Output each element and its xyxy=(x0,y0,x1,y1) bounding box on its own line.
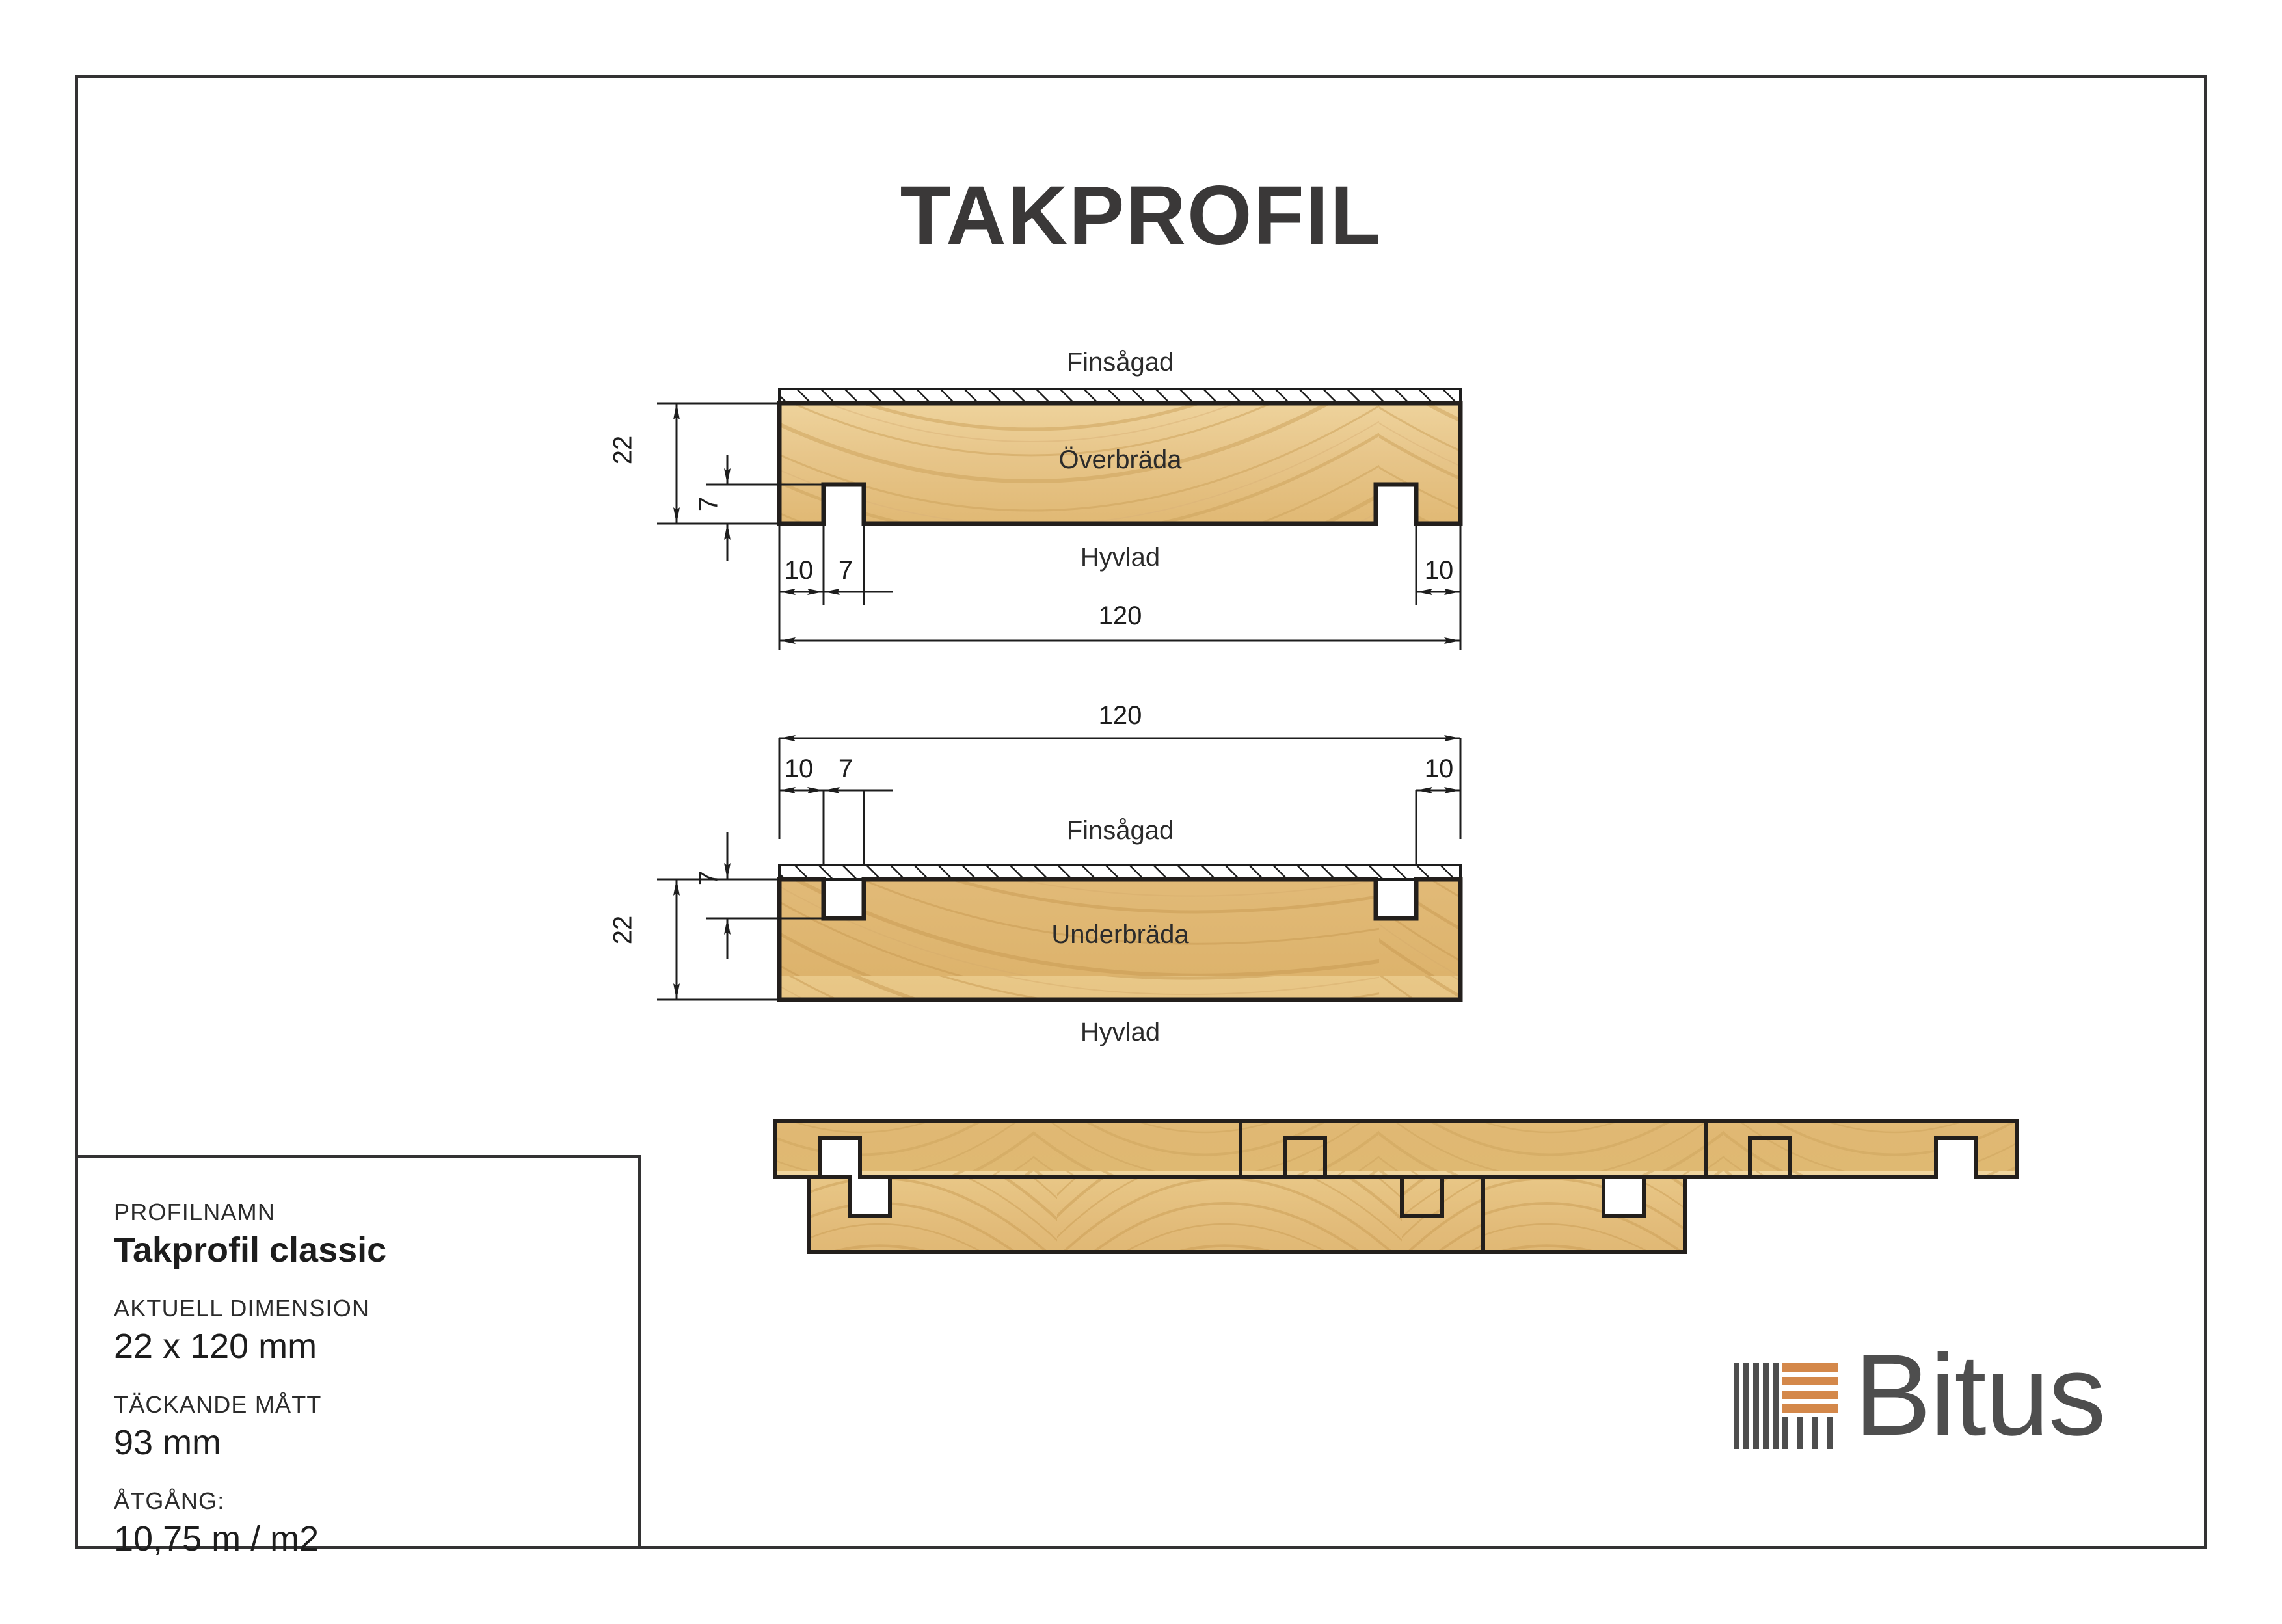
info-value-profilnamn: Takprofil classic xyxy=(114,1231,387,1270)
logo-vertical-bars-right xyxy=(1782,1417,1833,1449)
upper-board-left-offset-dim: 10 xyxy=(784,556,814,585)
brand-name: Bitus xyxy=(1854,1330,2106,1459)
lower-board-thickness-dim: 22 xyxy=(608,915,638,945)
lower-board-right-offset-dim: 10 xyxy=(1424,754,1454,783)
info-caption-covering: TÄCKANDE MÅTT xyxy=(114,1391,322,1418)
upper-board-right-offset-dim: 10 xyxy=(1424,556,1454,585)
logo-horizontal-bars-accent xyxy=(1782,1363,1838,1413)
upper-board-notch-depth-dim: 7 xyxy=(694,496,723,512)
lower-board-left-offset-dim: 10 xyxy=(784,754,814,783)
brand-logo: Bitus xyxy=(1734,1337,2150,1465)
info-value-covering: 93 mm xyxy=(114,1423,222,1462)
info-row-consumption: ÅTGÅNG: 10,75 m / m2 xyxy=(114,1487,624,1559)
logo-vertical-bars-left xyxy=(1734,1363,1779,1449)
info-caption-consumption: ÅTGÅNG: xyxy=(114,1487,225,1514)
lower-board-total-width-dim: 120 xyxy=(1098,701,1142,730)
info-value-dimension: 22 x 120 mm xyxy=(114,1327,317,1366)
upper-board-total-width-dim: 120 xyxy=(1098,602,1142,630)
info-caption-dimension: AKTUELL DIMENSION xyxy=(114,1295,370,1322)
lower-board-name-label: Underbräda xyxy=(1051,920,1189,949)
lower-board-notch-width-dim: 7 xyxy=(838,754,853,783)
upper-board-name-label: Överbräda xyxy=(1058,446,1182,474)
info-row-dimension: AKTUELL DIMENSION 22 x 120 mm xyxy=(114,1295,624,1366)
upper-board-bottom-surface-label: Hyvlad xyxy=(1080,543,1161,572)
bitus-logo-mark xyxy=(1734,1363,1838,1449)
lower-board-bottom-surface-label: Hyvlad xyxy=(1080,1018,1161,1046)
upper-board-notch-width-dim: 7 xyxy=(838,556,853,585)
profile-info-panel: PROFILNAMN Takprofil classic AKTUELL DIM… xyxy=(75,1155,641,1558)
page-title: TAKPROFIL xyxy=(900,169,1382,262)
sheet-border xyxy=(75,75,2207,1549)
upper-board-thickness-dim: 22 xyxy=(608,435,638,465)
upper-board-top-surface-label: Finsågad xyxy=(1066,348,1174,377)
lower-board-top-surface-label: Finsågad xyxy=(1066,816,1174,845)
info-value-consumption: 10,75 m / m2 xyxy=(114,1519,319,1558)
info-caption-profilnamn: PROFILNAMN xyxy=(114,1199,276,1225)
info-row-covering: TÄCKANDE MÅTT 93 mm xyxy=(114,1391,624,1463)
lower-board-notch-depth-dim: 7 xyxy=(694,870,723,886)
info-row-profilnamn: PROFILNAMN Takprofil classic xyxy=(114,1199,624,1270)
